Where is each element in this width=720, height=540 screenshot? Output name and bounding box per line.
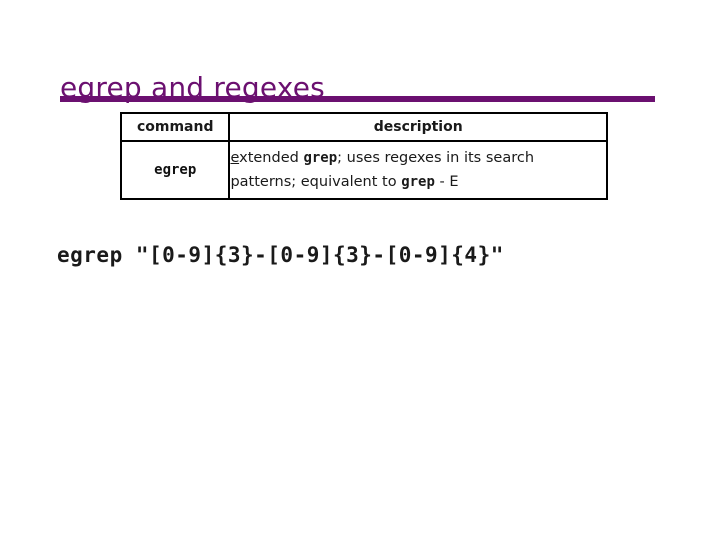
cell-description-egrep: extended grep; uses regexes in its searc…	[228, 140, 608, 200]
command-reference-table: command description egrep extended grep;…	[119, 112, 608, 200]
description-line-1: extended grep; uses regexes in its searc…	[230, 146, 606, 170]
table-row: egrep extended grep; uses regexes in its…	[119, 140, 608, 200]
description-flag-e: - E	[434, 174, 459, 190]
cell-command-egrep: egrep	[119, 140, 231, 200]
column-header-description: description	[228, 112, 608, 142]
description-inline-code-grep-2: grep	[401, 174, 435, 190]
description-mnemonic-letter: e	[230, 150, 240, 166]
example-command-line: egrep "[0-9]{3}-[0-9]{3}-[0-9]{4}"	[57, 243, 504, 267]
description-inline-code-grep-1: grep	[303, 150, 338, 166]
column-header-command: command	[119, 112, 231, 142]
description-text-c: patterns; equivalent to	[230, 174, 402, 190]
description-line-2: patterns; equivalent to grep - E	[230, 170, 606, 194]
description-text-a: xtended	[239, 150, 304, 166]
description-text-b: ; uses regexes in its search	[337, 150, 535, 166]
table-header-row: command description	[119, 112, 608, 142]
title-divider-rule	[60, 96, 655, 102]
